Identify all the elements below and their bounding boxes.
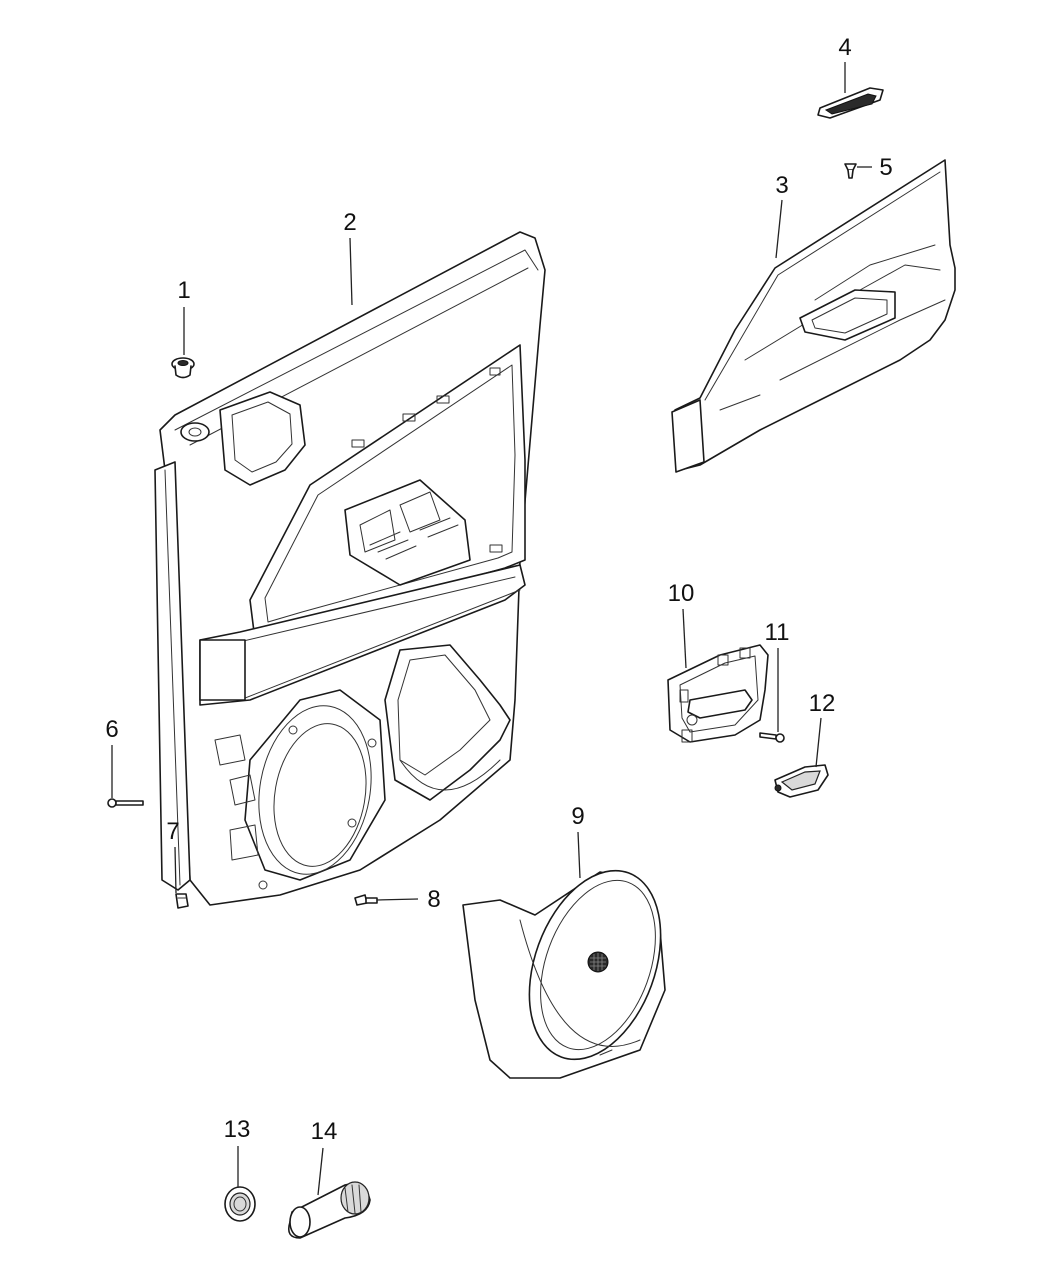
leader-14 (317, 1147, 324, 1196)
leader-10 (682, 608, 687, 669)
leader-9 (577, 831, 581, 879)
part-4-bezel (817, 87, 884, 119)
part-11-screw (759, 732, 785, 743)
leader-12 (815, 717, 822, 768)
leader-lines (111, 62, 872, 1196)
callout-6: 6 (105, 716, 118, 743)
callout-7: 7 (166, 818, 179, 845)
callout-8: 8 (427, 886, 440, 913)
part-1-push-clip (171, 357, 195, 379)
callout-1: 1 (177, 277, 190, 304)
part-14-pull-handle (287, 1181, 371, 1239)
part-5-screw (844, 163, 857, 179)
callout-13: 13 (224, 1116, 251, 1143)
speaker-mesh (587, 951, 609, 973)
callout-2: 2 (343, 209, 356, 236)
callout-5: 5 (879, 154, 892, 181)
part-7-clip (175, 893, 189, 909)
leader-3 (775, 199, 783, 259)
callout-14: 14 (311, 1118, 338, 1145)
leader-2 (349, 237, 353, 306)
part-3-upper-trim (671, 159, 956, 473)
part-13-bezel-ring (224, 1186, 256, 1222)
leader-8 (376, 898, 419, 901)
callout-3: 3 (775, 172, 788, 199)
part-2-door-trim-panel (154, 231, 546, 906)
part-6-screw (107, 798, 144, 808)
part-8-screw (354, 894, 378, 906)
callout-9: 9 (571, 803, 584, 830)
callout-11: 11 (765, 619, 790, 646)
callout-4: 4 (838, 34, 851, 61)
callout-10: 10 (668, 580, 695, 607)
part-10-inside-handle (667, 644, 769, 743)
callout-12: 12 (809, 690, 836, 717)
callout-labels: 1 2 3 4 5 6 7 8 9 10 11 12 13 14 (105, 34, 892, 1145)
part-9-speaker-cover (462, 869, 666, 1079)
part-12-bezel-cap (774, 764, 829, 798)
leader-7 (174, 846, 177, 894)
